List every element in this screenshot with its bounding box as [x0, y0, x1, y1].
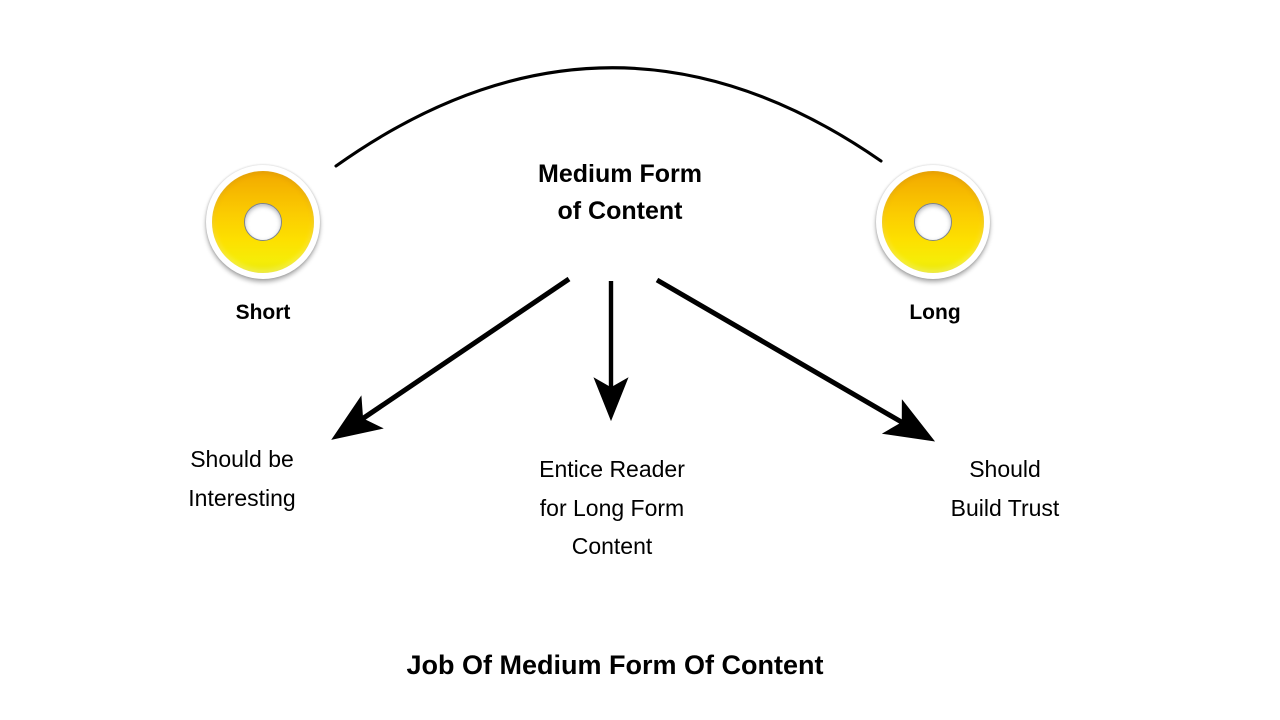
page-title-line-1: Medium Form: [538, 160, 702, 188]
page-title: Medium Form of Content: [460, 156, 780, 230]
outcome-center-line-2: for Long Form: [539, 494, 685, 521]
donut-hole: [914, 203, 952, 241]
outcome-right-line-2: Build Trust: [950, 494, 1060, 521]
node-label-long: Long: [909, 301, 961, 324]
arc-connector-icon: [334, 66, 883, 168]
outcome-left-line-2: Interesting: [188, 484, 296, 511]
outcome-center-line-3: Content: [571, 533, 653, 560]
donut-ring-icon-long[interactable]: [876, 165, 990, 279]
arrow-down-left-icon: [331, 276, 571, 440]
outcome-text-center: Entice Reader for Long Form Content: [492, 450, 732, 566]
donut-ring-icon-short[interactable]: [206, 165, 320, 279]
node-label-short: Short: [235, 301, 291, 324]
outcome-right-line-1: Should: [969, 456, 1041, 482]
outcome-center-line-1: Entice Reader: [539, 456, 685, 482]
outcome-left-line-1: Should be: [190, 446, 294, 472]
outcome-text-right: Should Build Trust: [895, 450, 1115, 527]
outcome-text-left: Should be Interesting: [132, 440, 352, 517]
page-title-line-2: of Content: [557, 197, 683, 225]
slide-caption: Job Of Medium Form Of Content: [406, 650, 824, 680]
donut-hole: [244, 203, 282, 241]
